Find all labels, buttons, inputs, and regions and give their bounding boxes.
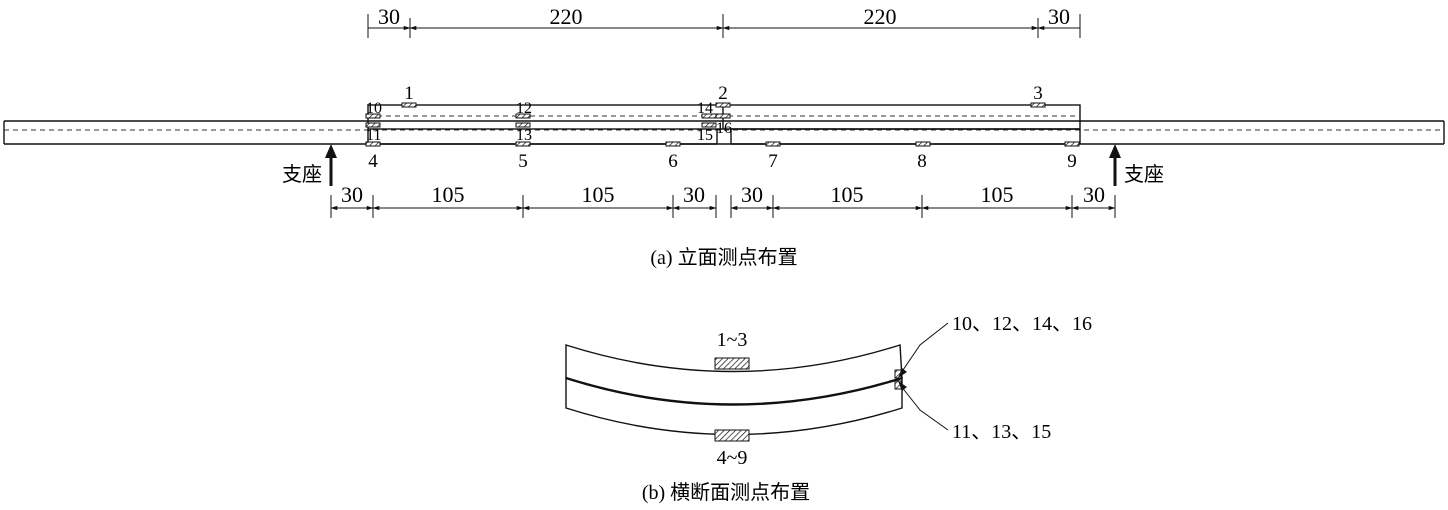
gauge-top-section <box>714 357 750 370</box>
gauge-6 <box>665 141 681 147</box>
point-label-4: 4 <box>368 151 378 172</box>
section-top-label: 1~3 <box>717 329 748 351</box>
gauge-2 <box>715 102 731 108</box>
bottom-dim-7: 105 <box>981 182 1014 207</box>
gauge-1 <box>401 102 417 108</box>
point-label-5: 5 <box>518 151 528 172</box>
bottom-dim-3: 105 <box>582 182 615 207</box>
section-bottom-label: 4~9 <box>717 447 748 469</box>
bottom-dim-6: 105 <box>831 182 864 207</box>
gauge-13 <box>515 122 531 128</box>
cross-section-view: 1~3 4~9 10、12、14、16 11、13、15 <box>565 313 1092 469</box>
top-dim-1: 30 <box>378 4 400 29</box>
top-dim-2: 220 <box>550 4 583 29</box>
point-label-1: 1 <box>404 83 414 104</box>
top-dimension-line: 30 220 220 30 <box>367 4 1081 38</box>
point-label-6: 6 <box>668 151 678 172</box>
top-dim-3: 220 <box>864 4 897 29</box>
gauge-15 <box>701 122 717 128</box>
point-label-12: 12 <box>516 100 532 117</box>
point-label-11: 11 <box>366 127 381 144</box>
gauge-8 <box>915 141 931 147</box>
gauge-12 <box>515 113 531 119</box>
elevation-view: 1 2 3 10 12 14 16 11 13 15 4 5 6 7 8 9 支… <box>3 83 1445 186</box>
point-label-8: 8 <box>917 151 927 172</box>
gauge-11 <box>365 122 381 128</box>
gauge-16 <box>715 113 731 119</box>
bottom-dim-2: 105 <box>432 182 465 207</box>
support-arrow-left <box>325 144 337 186</box>
point-label-3: 3 <box>1033 83 1043 104</box>
gauge-10 <box>365 113 381 119</box>
support-arrow-right <box>1109 144 1121 186</box>
gauge-9 <box>1064 141 1080 147</box>
gauge-3 <box>1030 102 1046 108</box>
point-label-7: 7 <box>768 151 778 172</box>
top-dim-4: 30 <box>1048 4 1070 29</box>
point-label-10: 10 <box>366 100 382 117</box>
point-label-16: 16 <box>716 120 732 137</box>
gauge-7 <box>765 141 781 147</box>
point-label-2: 2 <box>718 83 728 104</box>
gauge-4 <box>365 141 381 147</box>
point-label-13: 13 <box>516 127 532 144</box>
point-label-14: 14 <box>697 100 713 117</box>
bottom-dim-8: 30 <box>1083 182 1105 207</box>
caption-a: (a) 立面测点布置 <box>650 246 797 269</box>
bottom-dim-4: 30 <box>683 182 705 207</box>
point-label-9: 9 <box>1067 151 1077 172</box>
bottom-dim-5: 30 <box>741 182 763 207</box>
bottom-dimension-line: 30 105 105 30 30 105 105 30 <box>330 182 1116 218</box>
gauge-bottom-section <box>714 429 750 442</box>
section-interface-upper-label: 10、12、14、16 <box>952 313 1092 335</box>
support-label-left: 支座 <box>282 163 322 186</box>
bottom-dim-1: 30 <box>341 182 363 207</box>
section-interface-lower-label: 11、13、15 <box>952 421 1051 443</box>
point-label-15: 15 <box>697 127 713 144</box>
gauge-5 <box>515 141 531 147</box>
caption-b: (b) 横断面测点布置 <box>642 481 810 504</box>
support-label-right: 支座 <box>1124 163 1164 186</box>
